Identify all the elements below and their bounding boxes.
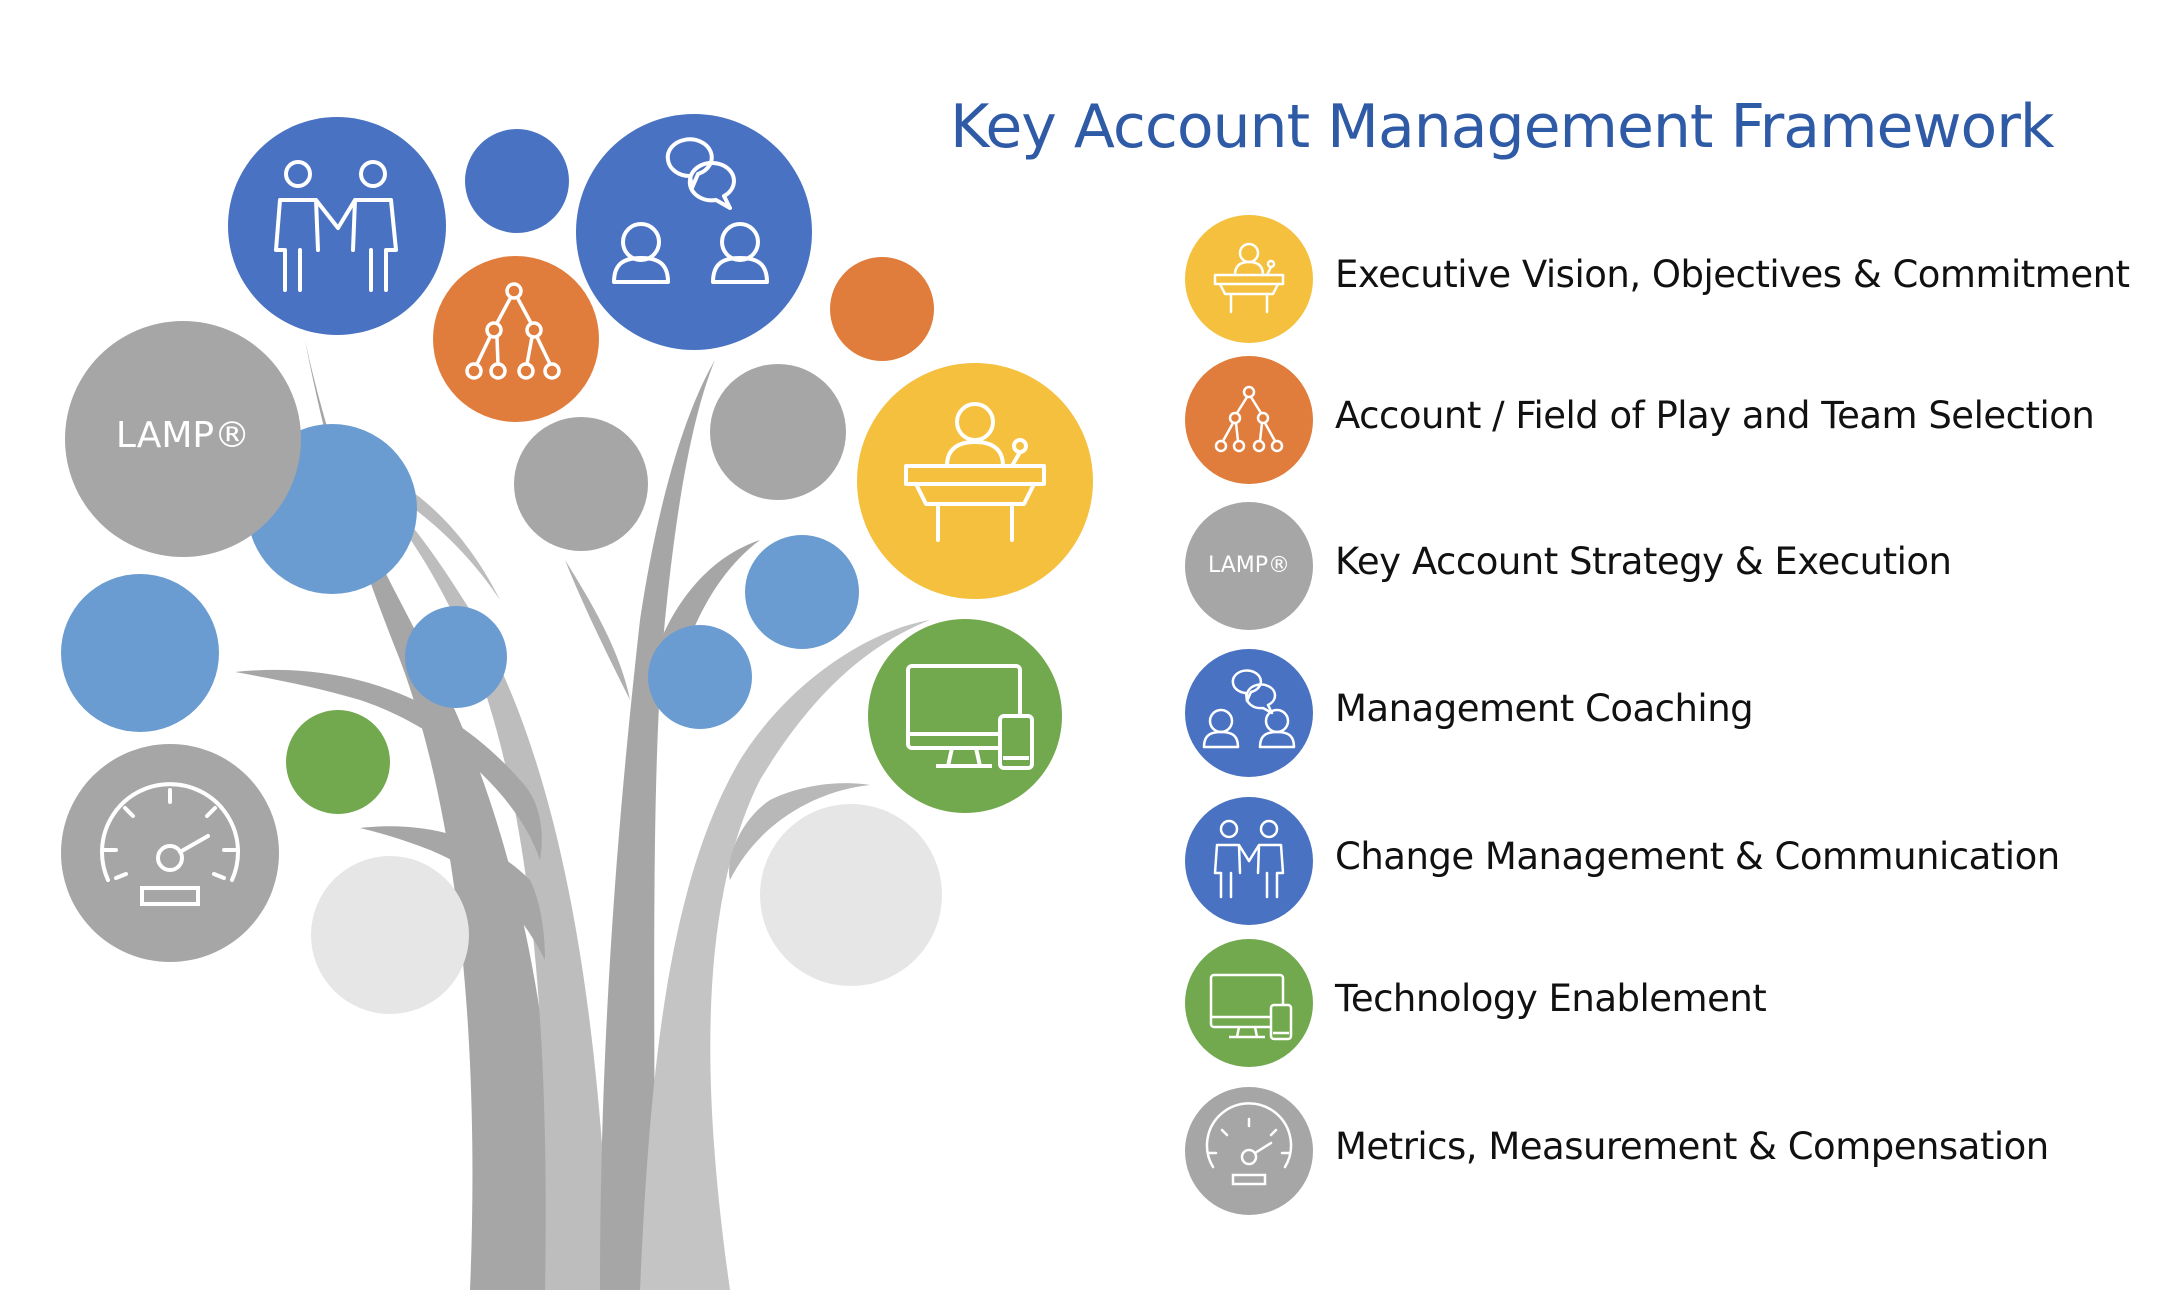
- handshake-icon: [1185, 797, 1313, 925]
- circle-gray-mid-a: [514, 417, 648, 551]
- branch-mid-upper: [565, 560, 630, 700]
- legend-item-key-account-strategy: LAMP® Key Account Strategy & Execution: [1185, 502, 2145, 632]
- legend-item-metrics: Metrics, Measurement & Compensation: [1185, 1087, 2145, 1217]
- legend-item-technology-enablement: Technology Enablement: [1185, 939, 2145, 1069]
- circle-small-blue-top: [465, 129, 569, 233]
- legend-item-account-selection: Account / Field of Play and Team Selecti…: [1185, 356, 2145, 486]
- legend-item-change-management: Change Management & Communication: [1185, 797, 2145, 927]
- speedometer-icon: [1185, 1087, 1313, 1215]
- branch-right: [640, 620, 930, 1290]
- circle-lightgray-b: [760, 804, 942, 986]
- tree-handshake-circle: [228, 117, 446, 335]
- devices-icon: [1185, 939, 1313, 1067]
- tree-lamp-circle: [65, 321, 301, 557]
- circle-gray-mid-b: [710, 364, 846, 500]
- legend-label: Technology Enablement: [1335, 977, 1767, 1020]
- conversation-icon: [1185, 649, 1313, 777]
- legend-label: Key Account Strategy & Execution: [1335, 540, 1952, 583]
- legend-label: Executive Vision, Objectives & Commitmen…: [1335, 253, 2130, 296]
- branch-right-low: [729, 783, 870, 880]
- legend-item-executive-vision: Executive Vision, Objectives & Commitmen…: [1185, 215, 2145, 345]
- tree-podium-circle: [857, 363, 1093, 599]
- circle-lightblue-d: [745, 535, 859, 649]
- circle-lightblue-c: [405, 606, 507, 708]
- circle-lightblue-b: [61, 574, 219, 732]
- tree-devices-circle: [868, 619, 1062, 813]
- branch-center: [600, 360, 715, 1290]
- tree-conversation-circle: [576, 114, 812, 350]
- lamp-logo: LAMP®: [1185, 502, 1313, 630]
- hierarchy-icon: [1185, 356, 1313, 484]
- page-title: Key Account Management Framework: [950, 92, 2055, 162]
- legend-label: Metrics, Measurement & Compensation: [1335, 1125, 2049, 1168]
- legend-label: Management Coaching: [1335, 687, 1754, 730]
- branch-left-low: [235, 669, 542, 860]
- legend-item-management-coaching: Management Coaching: [1185, 649, 2145, 779]
- legend-label: Account / Field of Play and Team Selecti…: [1335, 394, 2095, 437]
- circle-green-small: [286, 710, 390, 814]
- circle-lightgray-a: [311, 856, 469, 1014]
- tree-circles: [61, 129, 942, 1014]
- branch-left-bottom: [360, 826, 545, 960]
- circle-lightblue-e: [648, 625, 752, 729]
- tree-speedometer-circle: [61, 744, 279, 962]
- tree-lamp-label: LAMP®: [115, 415, 251, 456]
- tree-hierarchy-circle: [433, 256, 599, 422]
- podium-icon: [1185, 215, 1313, 343]
- lamp-logo-text: LAMP®: [1207, 553, 1291, 578]
- circle-orange-small: [830, 257, 934, 361]
- legend-label: Change Management & Communication: [1335, 835, 2060, 878]
